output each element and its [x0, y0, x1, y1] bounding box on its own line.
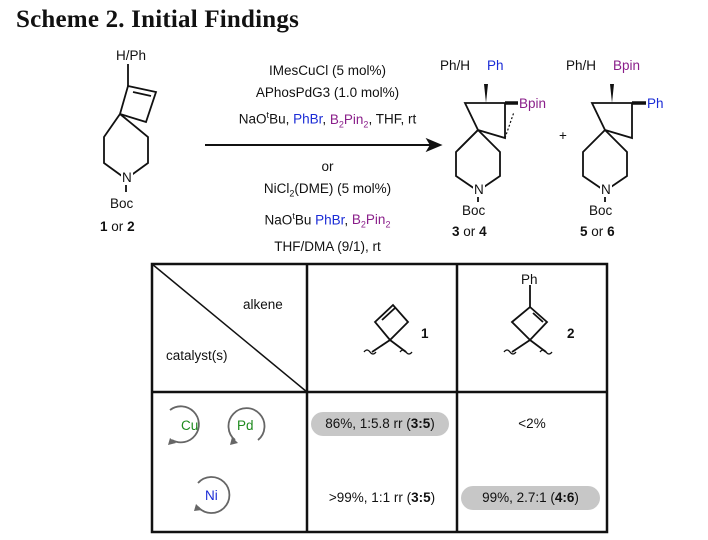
product56-top-right: Bpin — [613, 58, 641, 73]
product34-top-left: Ph/H — [440, 58, 471, 73]
header-diagonal — [151, 263, 308, 393]
conditions-b-line3: THF/DMA (9/1), rt — [274, 238, 381, 254]
header-alkene-label: alkene — [243, 297, 283, 312]
catalyst-pd-circle — [227, 407, 266, 445]
product-3-4-wedge — [484, 84, 488, 103]
catalyst-ni-label: Ni — [205, 488, 218, 503]
catalyst-cu-label: Cu — [181, 418, 199, 433]
product34-top-right: Ph — [487, 58, 504, 73]
cell-r1c1: 86%, 1:5.8 rr (3:5) — [311, 412, 449, 436]
alkene-2-label: 2 — [567, 326, 575, 341]
conditions-b-line2: NaOtBu PhBr, B2Pin2 — [264, 210, 391, 230]
product-5-6-structure — [582, 101, 646, 202]
product-3-4-structure — [455, 101, 518, 202]
alkene-1-label: 1 — [421, 326, 429, 341]
start-nitrogen-label: N — [121, 170, 133, 185]
start-compound-label: 1 or 2 — [100, 219, 135, 234]
product-5-6-wedge — [610, 84, 614, 103]
product34-nitrogen: N — [473, 182, 485, 197]
catalyst-pd-label: Pd — [237, 418, 254, 433]
catalyst-ni-circle — [194, 476, 231, 514]
cell-r1c2: <2% — [518, 416, 546, 431]
catalyst-cu-circle — [168, 405, 200, 445]
start-substituent-label: H/Ph — [116, 48, 147, 63]
plus-sign: + — [559, 128, 567, 143]
product56-top-left: Ph/H — [566, 58, 597, 73]
conditions-or: or — [321, 159, 334, 174]
cell-r2c1: >99%, 1:1 rr (3:5) — [328, 490, 436, 505]
alkene-2-structure — [503, 285, 553, 355]
alkene-1-structure — [363, 303, 413, 355]
conditions-a-line1: IMesCuCl (5 mol%) — [268, 63, 387, 78]
header-catalyst-label: catalyst(s) — [166, 348, 228, 363]
conditions-a-line2: APhosPdG3 (1.0 mol%) — [255, 85, 400, 100]
product34-boc: Boc — [462, 203, 486, 218]
reaction-arrow — [205, 137, 443, 153]
product56-compound-label: 5 or 6 — [580, 224, 615, 239]
cell-r2c2: 99%, 2.7:1 (4:6) — [461, 486, 600, 510]
product34-compound-label: 3 or 4 — [452, 224, 487, 239]
results-table-frame — [150, 262, 609, 534]
product34-right: Bpin — [519, 96, 547, 111]
conditions-a: IMesCuCl (5 mol%) APhosPdG3 (1.0 mol%) N… — [205, 60, 450, 135]
conditions-b-line1: NiCl2(DME) (5 mol%) — [263, 181, 392, 199]
conditions-a-line3: NaOtBu, PhBr, B2Pin2, THF, rt — [238, 110, 417, 130]
product56-right: Ph — [647, 96, 664, 111]
product56-nitrogen: N — [600, 182, 612, 197]
scheme-title: Scheme 2. Initial Findings — [16, 6, 300, 33]
alkene-2-substituent: Ph — [521, 272, 538, 287]
start-boc-label: Boc — [110, 196, 134, 211]
product56-boc: Boc — [589, 203, 613, 218]
conditions-b: NiCl2(DME) (5 mol%) NaOtBu PhBr, B2Pin2 … — [205, 178, 450, 258]
